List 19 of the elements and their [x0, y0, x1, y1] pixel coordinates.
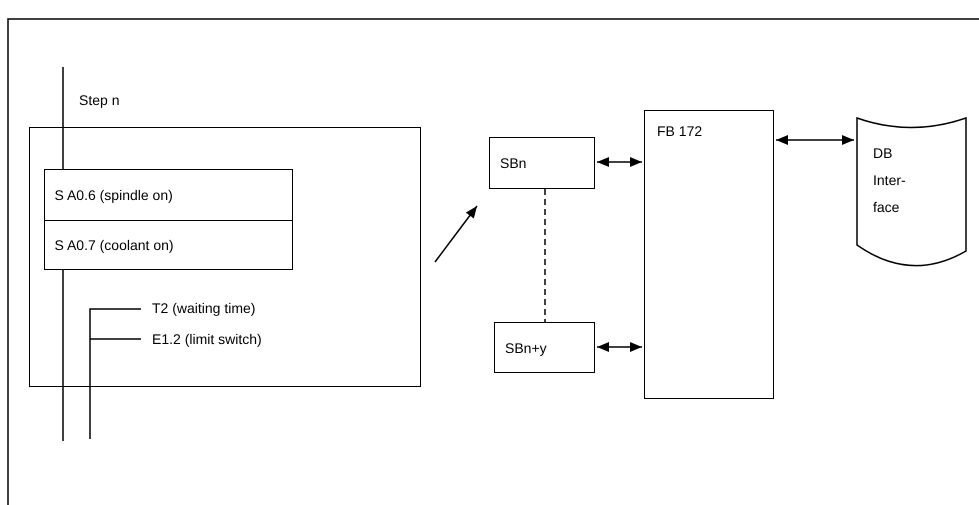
step-label: Step n: [79, 92, 120, 109]
dashed-connector: [544, 189, 546, 322]
condition-label: E1.2 (limit switch): [152, 331, 262, 348]
block-label: S A0.6 (spindle on): [54, 186, 173, 204]
arrow: [776, 135, 854, 145]
block-label: SBn+y: [505, 340, 547, 356]
block-label: FB 172: [657, 123, 702, 140]
block-box: [44, 220, 292, 270]
function-block-box: [644, 110, 774, 399]
block-box: [44, 168, 292, 220]
block-box: [494, 322, 595, 373]
arrow: [434, 206, 478, 262]
arrow: [597, 342, 642, 352]
block-label: SBn: [500, 155, 526, 172]
block-box: [489, 137, 595, 189]
block-label: DB Inter- face: [873, 144, 907, 217]
arrow: [597, 157, 642, 167]
block-label: S A0.7 (coolant on): [54, 236, 174, 254]
condition-label: T2 (waiting time): [152, 300, 256, 317]
